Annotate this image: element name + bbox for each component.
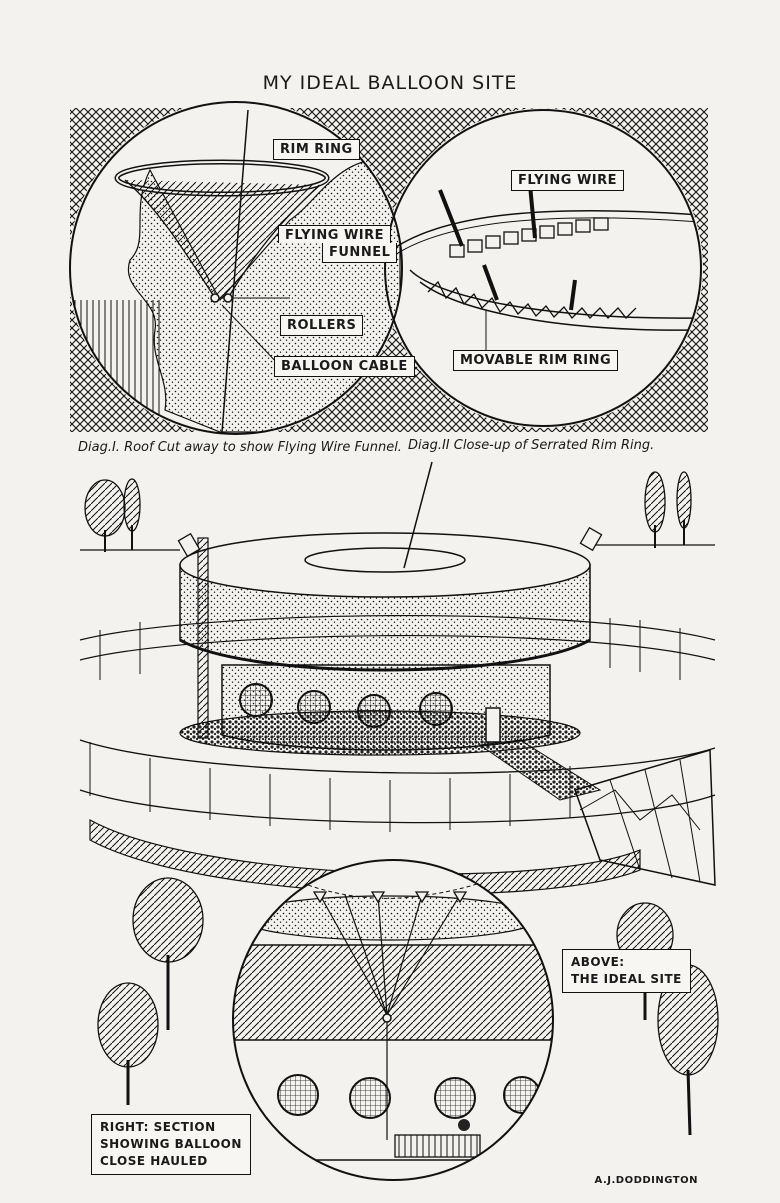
page-title: MY IDEAL BALLOON SITE xyxy=(262,72,518,94)
above-label: ABOVE: THE IDEAL SITE xyxy=(562,949,691,993)
balloon-site-scene xyxy=(79,461,716,895)
right-label-line-1: RIGHT: SECTION xyxy=(100,1120,216,1134)
label-flying-wire: FLYING WIRE xyxy=(278,225,392,243)
right-label-line-2: SHOWING BALLOON xyxy=(100,1137,242,1151)
section-view xyxy=(233,860,553,1180)
artist-signature: A.J.DODDINGTON xyxy=(594,1175,698,1186)
diagram-serrated-rim xyxy=(385,184,701,358)
above-label-line-2: THE IDEAL SITE xyxy=(571,972,682,986)
section-frame xyxy=(232,859,554,1181)
caption-diagram-ii: Diag.II Close-up of Serrated Rim Ring. xyxy=(408,438,655,453)
label-flying-wire-ii: FLYING WIRE xyxy=(511,170,625,191)
above-label-line-1: ABOVE: xyxy=(571,955,625,969)
label-funnel: FUNNEL xyxy=(322,243,398,263)
caption-diagram-i: Diag.I. Roof Cut away to show Flying Wir… xyxy=(78,440,402,455)
label-movable-rim-ring: MOVABLE RIM RING xyxy=(453,350,619,371)
right-label-line-3: CLOSE HAULED xyxy=(100,1154,208,1168)
label-balloon-cable: BALLOON CABLE xyxy=(274,356,415,377)
label-rollers: ROLLERS xyxy=(280,315,364,336)
label-rim-ring: RIM RING xyxy=(273,139,360,160)
right-label: RIGHT: SECTION SHOWING BALLOON CLOSE HAU… xyxy=(91,1114,251,1175)
diagram-ii-frame xyxy=(384,109,702,427)
diagram-i-frame xyxy=(69,101,403,435)
